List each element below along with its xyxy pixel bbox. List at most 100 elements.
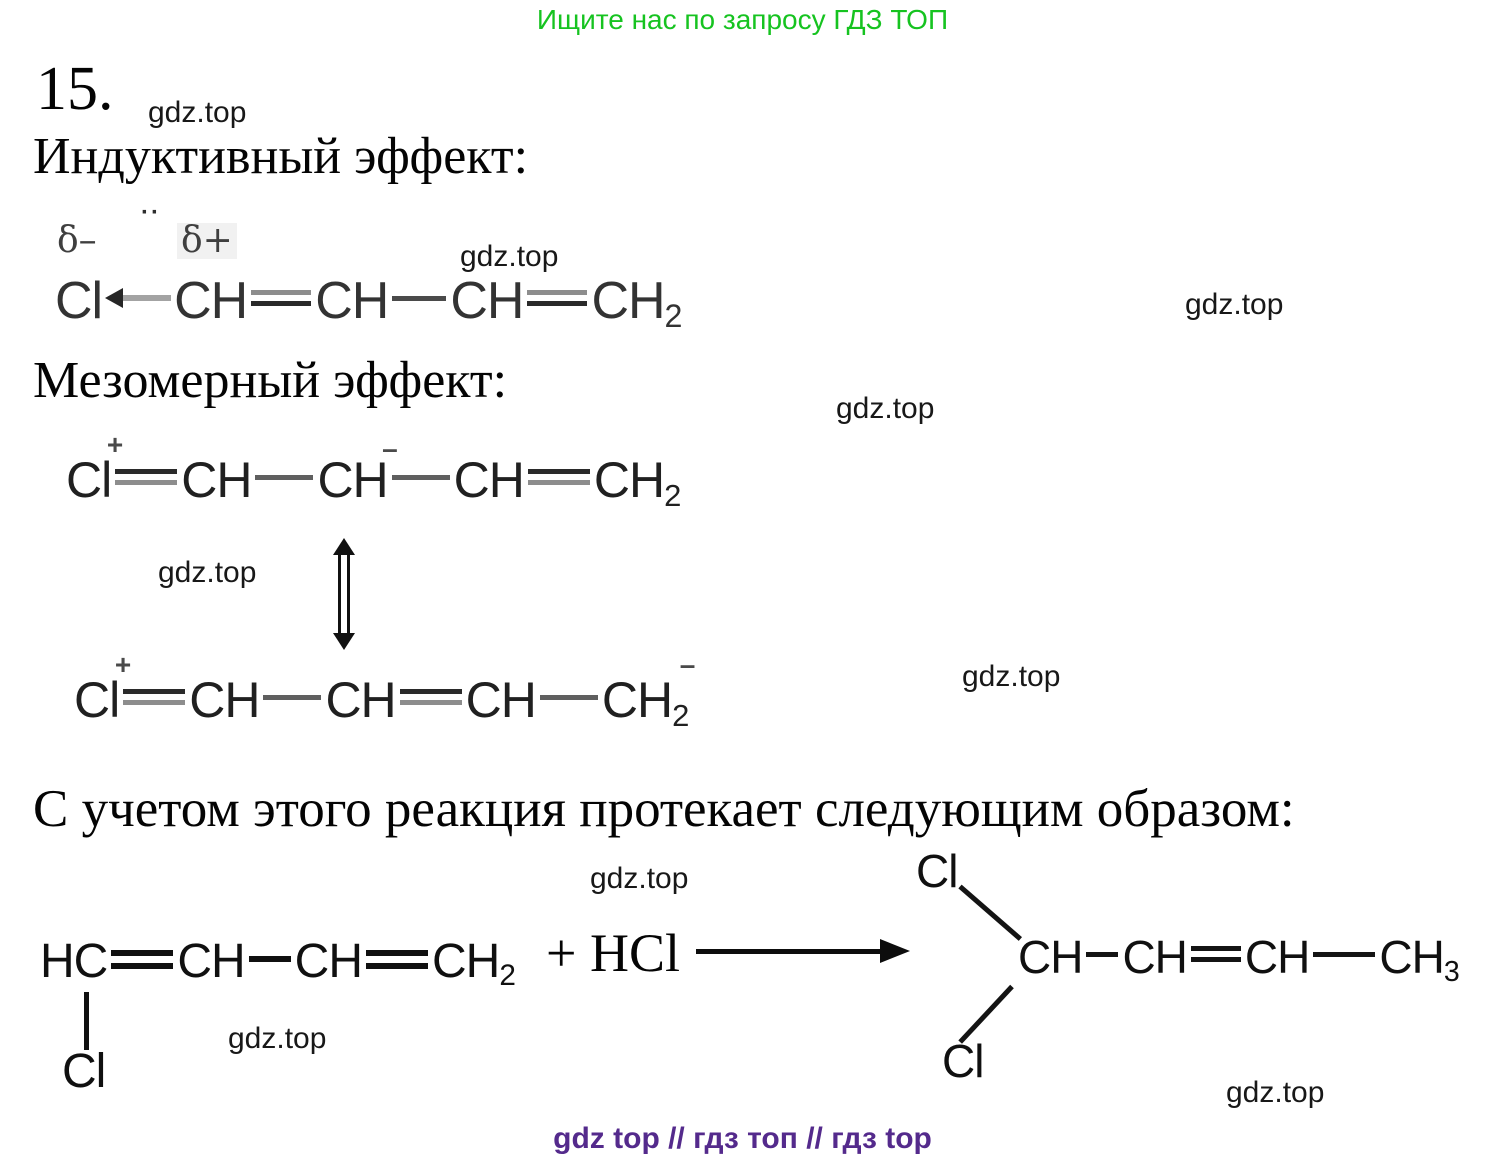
atom-ch2-text: CH — [601, 672, 673, 728]
plus-hcl-text: + HCl — [546, 923, 680, 983]
double-bond — [115, 469, 178, 485]
atom-ch3-text: CH — [1379, 931, 1444, 983]
atom-cl-plus: Cl+ — [66, 431, 123, 508]
watermark-gdz-top: gdz.top — [460, 240, 559, 273]
single-bond — [255, 474, 314, 480]
double-bond — [123, 689, 186, 705]
atom-ch: CH — [450, 272, 524, 330]
atom-ch: CH — [181, 452, 252, 508]
lone-pair-dots: ·· — [141, 199, 161, 226]
atom-ch: CH — [294, 935, 363, 988]
promo-header-text: Ищите нас по запросу ГДЗ ТОП — [536, 4, 949, 35]
single-bond — [1086, 951, 1119, 957]
reactant-formula-row: HC CH CH CH2 — [40, 935, 516, 991]
subscript-2: 2 — [664, 477, 682, 513]
subscript-2: 2 — [499, 959, 516, 993]
atom-cl-top: Cl — [916, 845, 958, 897]
atom-ch2: CH2 — [593, 452, 681, 511]
heading-reaction: С учетом этого реакция протекает следующ… — [33, 780, 1295, 838]
vertical-bond — [84, 992, 89, 1050]
double-bond — [527, 469, 590, 485]
atom-ch: CH — [177, 935, 245, 988]
inductive-formula-row: Cl CH CH CH CH2 — [55, 272, 682, 332]
problem-number: 15. — [36, 55, 114, 123]
promo-footer-text: gdz top // гдз топ // гдз top — [553, 1122, 932, 1155]
resonance-arrow-icon — [333, 538, 355, 650]
atom-ch: CH — [1122, 931, 1187, 983]
watermark-gdz-top: gdz.top — [1226, 1076, 1325, 1109]
watermark-gdz-top: gdz.top — [148, 96, 247, 129]
single-bond — [392, 295, 447, 301]
resonance-arrow-shaft — [338, 555, 350, 633]
atom-cl-below: Cl — [62, 1045, 106, 1098]
atom-cl-plus: Cl+ — [74, 651, 131, 728]
subscript-3: 3 — [1443, 955, 1460, 988]
double-bond — [1190, 946, 1241, 962]
double-bond — [399, 689, 462, 705]
atom-ch: CH — [453, 452, 525, 508]
atom-ch2: CH2 — [591, 272, 682, 332]
atom-ch-minus: CH– — [317, 435, 397, 508]
watermark-gdz-top: gdz.top — [836, 392, 935, 425]
atom-cl-text: Cl — [74, 672, 120, 728]
product-formula: CH CH CH CH3 — [1018, 931, 1460, 986]
atom-ch: CH — [174, 272, 248, 330]
product-formula-row: CH CH CH CH3 — [1018, 931, 1460, 986]
delta-plus-label: δ+ — [177, 223, 237, 259]
atom-ch2-text: CH — [591, 272, 665, 330]
atom-ch2-text: CH — [593, 452, 665, 508]
single-bond — [391, 474, 450, 480]
atom-cl-text: Cl — [66, 452, 112, 508]
atom-ch: CH — [1018, 931, 1083, 983]
subscript-2: 2 — [672, 697, 690, 733]
atom-ch: CH — [1244, 931, 1310, 983]
arrow-head-down-icon — [333, 633, 355, 650]
arrow-head-up-icon — [333, 538, 355, 555]
arrow-shaft — [123, 295, 172, 301]
electron-shift-arrow-icon — [105, 288, 172, 308]
heading-mesomeric-effect: Мезомерный эффект: — [33, 352, 508, 409]
single-bond — [1313, 951, 1376, 957]
atom-ch: CH — [315, 272, 389, 330]
atom-cl-bottom: Cl — [942, 1035, 984, 1087]
watermark-gdz-top: gdz.top — [590, 862, 689, 895]
atom-ch2-text: CH — [431, 935, 500, 988]
arrow-head-right-icon — [880, 939, 910, 963]
single-bond — [248, 956, 291, 962]
atom-ch: CH — [465, 672, 537, 728]
mesomeric-formula-2-row: Cl+ CH CH CH CH2– — [74, 651, 695, 731]
atom-ch2: CH2 — [431, 935, 516, 991]
double-bond — [527, 290, 588, 306]
heading-inductive-effect: Индуктивный эффект: — [33, 128, 529, 185]
double-bond — [111, 949, 174, 969]
atom-ch: CH — [325, 672, 396, 728]
minus-charge-label: – — [382, 433, 398, 464]
single-bond — [263, 694, 322, 700]
subscript-2: 2 — [664, 298, 683, 335]
reactant-formula: HC CH CH CH2 — [40, 935, 516, 991]
mesomeric-formula-1-row: Cl+ CH CH– CH CH2 — [66, 431, 681, 511]
reaction-arrow-shaft — [696, 948, 880, 954]
double-bond — [365, 949, 428, 969]
watermark-gdz-top: gdz.top — [1185, 288, 1284, 321]
mesomeric-formula-1: Cl+ CH CH– CH CH2 — [66, 431, 681, 511]
arrow-head-left-icon — [105, 288, 124, 308]
watermark-gdz-top: gdz.top — [962, 660, 1061, 693]
double-bond — [251, 290, 312, 306]
watermark-gdz-top: gdz.top — [228, 1022, 327, 1055]
atom-ch3: CH3 — [1379, 931, 1459, 986]
single-bond — [539, 694, 598, 700]
inductive-formula: δ– ·· δ+ Cl CH CH CH CH2 — [55, 199, 682, 332]
minus-charge-label: – — [679, 649, 696, 680]
reaction-arrow-icon — [696, 938, 910, 964]
mesomeric-formula-2: Cl+ CH CH CH CH2– — [74, 651, 695, 731]
watermark-gdz-top: gdz.top — [158, 556, 257, 589]
plus-charge-label: + — [106, 429, 124, 460]
plus-charge-label: + — [114, 649, 132, 680]
atom-ch: CH — [189, 672, 260, 728]
atom-ch-text: CH — [317, 452, 388, 508]
delta-minus-label: δ– — [57, 220, 97, 261]
atom-cl: Cl — [55, 272, 103, 330]
diagonal-bond-upper — [958, 884, 1023, 941]
